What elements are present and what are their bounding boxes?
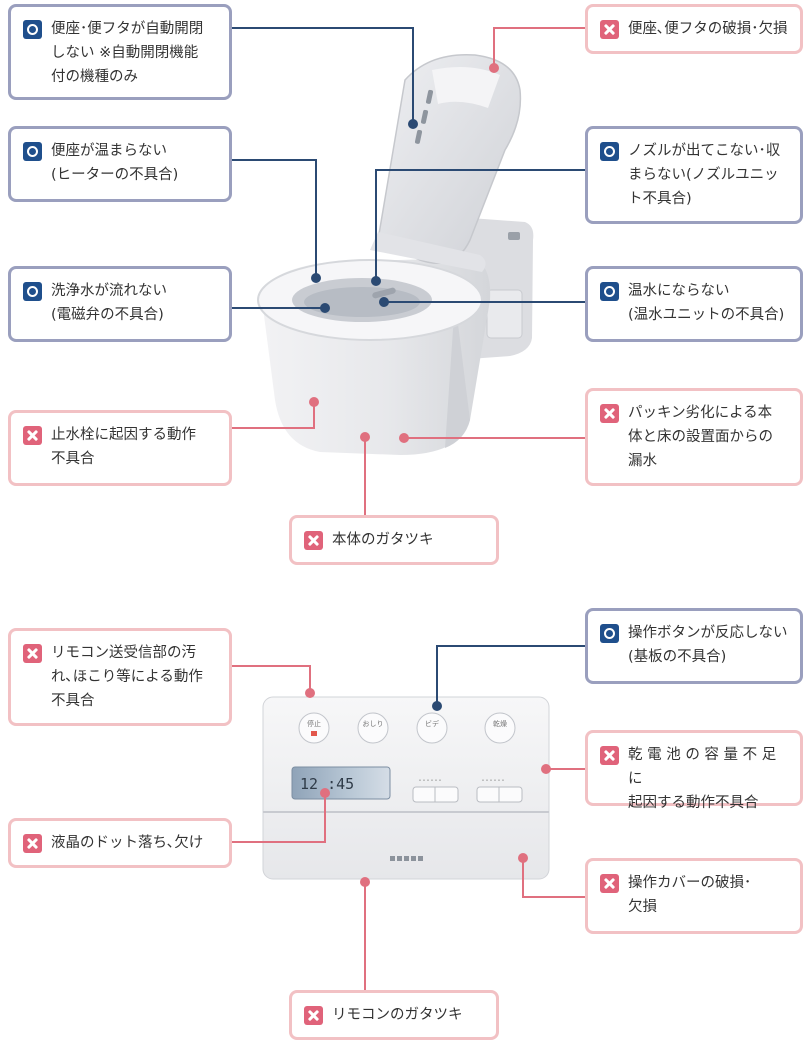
cross-mark-icon (23, 426, 42, 445)
callout-text: 液晶のドット落ち､欠け (51, 835, 204, 851)
leader-line (436, 645, 585, 706)
leader-dot (379, 297, 389, 307)
leader-line (232, 159, 317, 278)
callout-remote-wobble: リモコンのガタツキ (289, 990, 499, 1040)
remote-button-label: 乾燥 (493, 719, 507, 728)
leader-dots (305, 63, 551, 887)
remote-temp-controls-right: ･･････ (476, 776, 523, 803)
callout-seat-heater: 便座が温まらない (ヒーターの不具合) (8, 126, 232, 202)
callout-seat-lid-damage: 便座､便フタの破損･欠損 (585, 4, 803, 54)
leader-line (375, 169, 585, 281)
callout-text: 温水にならない (温水ユニットの不具合) (628, 283, 785, 323)
remote-button-label: 停止 (307, 719, 321, 728)
leader-dot (399, 433, 409, 443)
callout-button-no-response: 操作ボタンが反応しない (基板の不具合) (585, 608, 803, 684)
circle-mark-icon (23, 20, 42, 39)
callout-text: 本体のガタツキ (332, 532, 434, 548)
callout-battery-low: 乾 電 池 の 容 量 不 足 に 起因する動作不具合 (585, 730, 803, 811)
remote-button-oshiri: おしり (357, 712, 389, 744)
leader-dot (489, 63, 499, 73)
leader-dot (408, 119, 418, 129)
cross-mark-icon (304, 531, 323, 550)
callout-auto-open-close: 便座･便フタが自動開閉 しない ※自動開閉機能 付の機種のみ (8, 4, 232, 100)
leader-lines (232, 27, 585, 992)
callout-warm-water: 温水にならない (温水ユニットの不具合) (585, 266, 803, 342)
callout-text: リモコンのガタツキ (332, 1007, 463, 1023)
callout-text: 洗浄水が流れない (電磁弁の不具合) (51, 283, 167, 323)
callout-packing-leak: パッキン劣化による本 体と床の設置面からの 漏水 (585, 388, 803, 486)
leader-dot (518, 853, 528, 863)
leader-line (232, 27, 414, 124)
callout-remote-receiver-dirt: リモコン送受信部の汚 れ､ほこり等による動作 不具合 (8, 628, 232, 726)
remote-speaker-grille (390, 856, 423, 861)
circle-mark-icon (600, 624, 619, 643)
leader-line (522, 858, 585, 898)
callout-lcd-dot-missing: 液晶のドット落ち､欠け (8, 818, 232, 868)
callout-body-wobble: 本体のガタツキ (289, 515, 499, 565)
callout-nozzle: ノズルが出てこない･収 まらない(ノズルユニッ ト不具合) (585, 126, 803, 224)
lcd-time: 12 :45 (300, 775, 354, 793)
leader-dot (305, 688, 315, 698)
callout-text: 乾 電 池 の 容 量 不 足 に 起因する動作不具合 (628, 747, 777, 811)
leader-dot (371, 276, 381, 286)
callout-flush-water: 洗浄水が流れない (電磁弁の不具合) (8, 266, 232, 342)
toilet-illustration (257, 53, 534, 455)
callout-text: 止水栓に起因する動作 不具合 (51, 427, 196, 467)
callout-cover-damage: 操作カバーの破損･ 欠損 (585, 858, 803, 934)
leader-dot (541, 764, 551, 774)
remote-temp-controls-left: ･･････ (412, 776, 459, 803)
remote-button-bidet: ビデ (416, 712, 448, 744)
cross-mark-icon (23, 834, 42, 853)
circle-mark-icon (23, 282, 42, 301)
leader-dot (360, 877, 370, 887)
remote-button-label: ビデ (425, 719, 439, 728)
leader-dot (311, 273, 321, 283)
cross-mark-icon (600, 20, 619, 39)
remote-illustration: 停止 おしり ビデ 乾燥 12 :45 ･･････ ･･････ (262, 696, 550, 880)
callout-text: 操作ボタンが反応しない (基板の不具合) (628, 625, 788, 665)
cross-mark-icon (600, 746, 619, 765)
remote-button-stop: 停止 (298, 712, 330, 744)
callout-text: 便座､便フタの破損･欠損 (628, 21, 788, 37)
remote-button-label: おしり (363, 720, 384, 728)
leader-line (232, 793, 326, 843)
remote-lcd: 12 :45 (291, 766, 391, 800)
dots-label: ･･････ (481, 776, 505, 785)
cross-mark-icon (600, 404, 619, 423)
callout-text: 便座･便フタが自動開閉 しない ※自動開閉機能 付の機種のみ (51, 21, 204, 85)
callout-stop-valve: 止水栓に起因する動作 不具合 (8, 410, 232, 486)
remote-button-dry: 乾燥 (484, 712, 516, 744)
cross-mark-icon (304, 1006, 323, 1025)
cross-mark-icon (600, 874, 619, 893)
leader-dot (360, 432, 370, 442)
callout-text: リモコン送受信部の汚 れ､ほこり等による動作 不具合 (51, 645, 203, 709)
callout-text: 操作カバーの破損･ 欠損 (628, 875, 752, 915)
leader-dot (432, 701, 442, 711)
circle-mark-icon (600, 142, 619, 161)
circle-mark-icon (23, 142, 42, 161)
leader-dot (320, 303, 330, 313)
leader-line (232, 665, 311, 693)
circle-mark-icon (600, 282, 619, 301)
dots-label: ･･････ (418, 776, 442, 785)
callout-text: パッキン劣化による本 体と床の設置面からの 漏水 (628, 405, 773, 469)
callout-text: ノズルが出てこない･収 まらない(ノズルユニッ ト不具合) (628, 143, 781, 207)
leader-dot (320, 788, 330, 798)
leader-line (232, 402, 315, 429)
cross-mark-icon (23, 644, 42, 663)
leader-line (493, 27, 585, 68)
leader-dot (309, 397, 319, 407)
callout-text: 便座が温まらない (ヒーターの不具合) (51, 143, 179, 183)
